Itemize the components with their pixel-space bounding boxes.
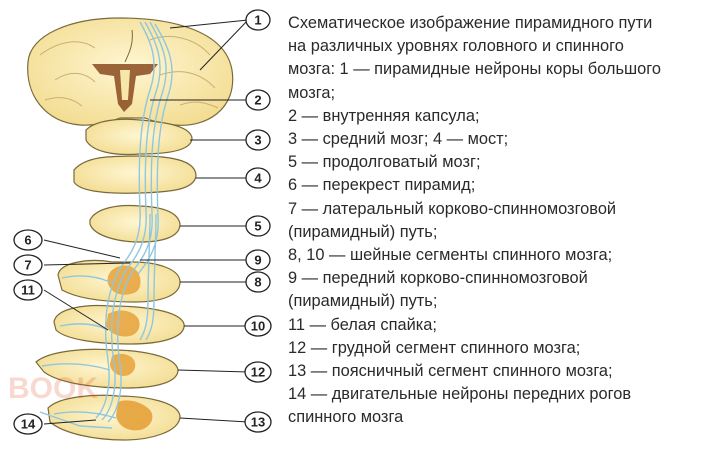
callout-5: 5 [245, 215, 271, 237]
callout-13: 13 [244, 411, 272, 433]
caption-line: 7 — латеральный корково-спинномозговой [288, 199, 617, 218]
callout-1: 1 [245, 9, 271, 31]
callout-markers: 1 2 3 4 5 6 7 8 9 10 11 12 13 14 [13, 9, 272, 435]
svg-text:11: 11 [21, 283, 35, 298]
callout-4: 4 [245, 167, 271, 189]
svg-text:6: 6 [24, 233, 31, 248]
caption-line: (пирамидный) путь; [288, 292, 438, 311]
caption-line: 5 — продолговатый мозг; [288, 153, 481, 172]
svg-text:4: 4 [254, 171, 262, 186]
caption-line: 14 — двигательные нейроны передних рогов [288, 385, 632, 404]
caption-line: 3 — средний мозг; 4 — мост; [288, 130, 509, 149]
caption-line: спинного мозга [288, 408, 404, 427]
svg-text:9: 9 [254, 253, 261, 268]
callout-10: 10 [244, 315, 272, 337]
svg-text:12: 12 [251, 365, 265, 380]
caption-line: 13 — поясничный сегмент спинного мозга; [288, 362, 613, 381]
caption-line: мозга: 1 — пирамидные нейроны коры больш… [288, 60, 662, 79]
cervical-segment-upper [57, 259, 181, 303]
caption-line: 2 — внутренняя капсула; [288, 106, 480, 125]
callout-2: 2 [245, 89, 271, 111]
pons-section [73, 155, 197, 194]
callout-7: 7 [13, 254, 43, 276]
callout-11: 11 [13, 279, 43, 301]
diagram-caption: Схематическое изображение пирамидного пу… [288, 12, 716, 430]
callout-14: 14 [13, 413, 43, 435]
caption-line: 9 — передний корково-спинномозговой [288, 269, 588, 288]
svg-text:BOOK: BOOK [8, 372, 98, 405]
svg-text:5: 5 [254, 219, 261, 234]
callout-3: 3 [245, 129, 271, 151]
cervical-segment-lower [53, 304, 185, 345]
svg-text:13: 13 [251, 415, 265, 430]
svg-text:7: 7 [24, 258, 31, 273]
callout-lines [43, 19, 249, 425]
svg-text:2: 2 [254, 93, 261, 108]
callout-9: 9 [245, 249, 271, 271]
caption-line: мозга; [288, 83, 336, 102]
pyramidal-tract-fibres [39, 21, 173, 429]
svg-text:10: 10 [251, 319, 265, 334]
caption-line: (пирамидный) путь; [288, 222, 438, 241]
svg-text:8: 8 [254, 275, 261, 290]
svg-text:14: 14 [21, 417, 36, 432]
midbrain-section [85, 118, 193, 156]
brain-coronal-section [27, 17, 234, 126]
medulla-section [89, 204, 181, 243]
caption-line: Схематическое изображение пирамидного пу… [288, 14, 653, 32]
callout-6: 6 [13, 229, 43, 251]
svg-text:1: 1 [254, 13, 261, 28]
caption-line: 11 — белая спайка; [288, 315, 437, 334]
callout-12: 12 [244, 361, 272, 383]
watermark-logo: BOOK [8, 372, 98, 405]
svg-text:3: 3 [254, 133, 261, 148]
caption-line: на различных уровнях головного и спинног… [288, 37, 624, 56]
caption-line: 12 — грудной сегмент спинного мозга; [288, 338, 581, 357]
caption-line: 8, 10 — шейные сегменты спинного мозга; [288, 246, 613, 265]
pyramidal-tract-diagram: 1 2 3 4 5 6 7 8 9 10 11 12 13 14 BOOK [8, 9, 272, 441]
callout-8: 8 [245, 271, 271, 293]
caption-line: 6 — перекрест пирамид; [288, 176, 476, 195]
